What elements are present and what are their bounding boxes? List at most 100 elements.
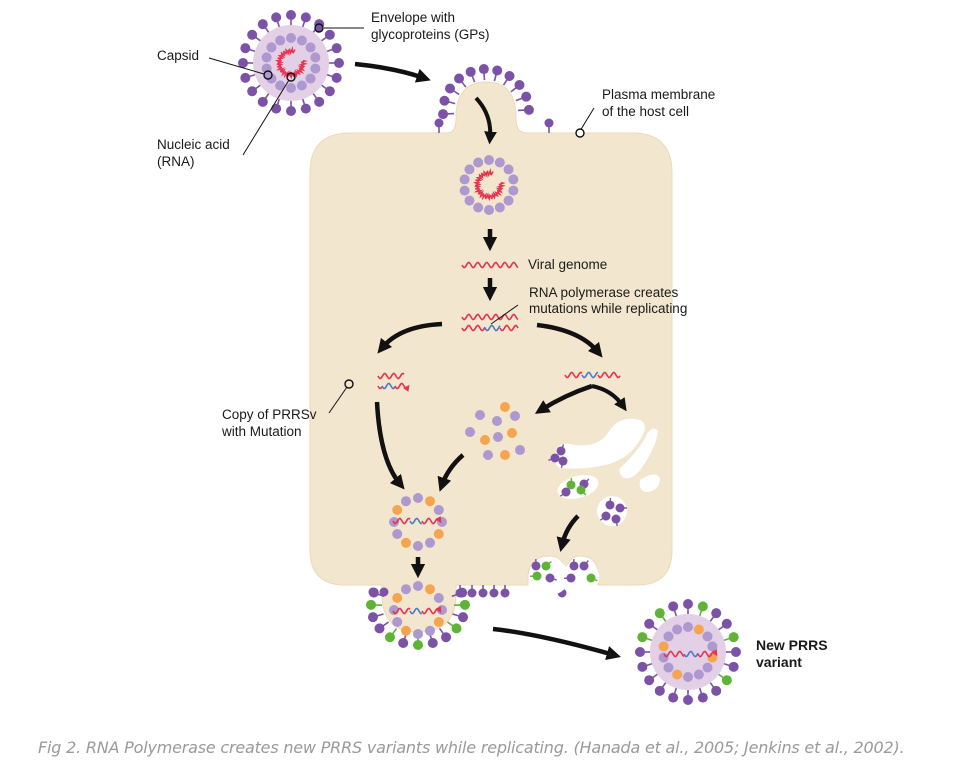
capsid-protein — [683, 622, 693, 632]
label-nucleic-line1: Nucleic acid — [157, 137, 230, 152]
spike-head — [492, 65, 503, 76]
spike-head — [465, 66, 476, 77]
capsid-protein — [310, 63, 321, 74]
spike-head — [439, 95, 450, 106]
spike-head — [438, 109, 449, 120]
arrow-genome-to-er — [591, 384, 627, 412]
capsid-protein — [484, 205, 494, 215]
capsid-protein — [392, 529, 403, 539]
protein-subunit — [515, 445, 525, 455]
leader-nucleic — [242, 79, 290, 156]
capsid-protein — [663, 631, 674, 642]
spike-head — [521, 91, 532, 102]
spike-head — [240, 72, 251, 83]
spike-stalk — [560, 444, 565, 452]
glycoprotein-spike — [724, 647, 741, 657]
glycoprotein-spike — [654, 608, 668, 624]
glycoprotein-spike — [271, 96, 282, 114]
glycoprotein-spike — [247, 29, 263, 43]
capsid-protein — [425, 625, 435, 636]
glycoprotein-spike — [668, 601, 679, 619]
spike-head — [478, 588, 488, 598]
spike-head — [728, 661, 739, 672]
capsid-protein — [459, 185, 470, 196]
glycoprotein-spike — [644, 618, 660, 632]
glycoprotein-spike — [637, 661, 655, 672]
glycoprotein-spike — [366, 599, 383, 610]
glycoprotein-spike — [324, 72, 342, 83]
glycoprotein-spike — [708, 608, 722, 624]
glycoprotein-spike — [455, 585, 465, 598]
glycoprotein-spike — [683, 599, 693, 616]
rna-strand — [409, 607, 423, 615]
capsid-protein — [275, 80, 286, 91]
new-prrs-variant — [635, 599, 741, 705]
glycoprotein-spike — [489, 585, 499, 598]
label-envelope-line1: Envelope with — [371, 10, 455, 25]
spike-head — [257, 19, 268, 30]
capsid-protein — [672, 624, 683, 635]
arrow-release — [492, 626, 621, 660]
spike-stalk — [599, 515, 607, 521]
glycoprotein-spike — [683, 688, 693, 705]
spike-head — [644, 675, 655, 686]
spike-head — [257, 96, 268, 107]
spike-head — [523, 104, 534, 115]
capsid-protein — [702, 662, 713, 673]
glycoprotein-spike — [708, 680, 722, 696]
capsid-protein — [683, 672, 693, 682]
spike-head — [300, 103, 311, 114]
mutated-genome-strand-right — [564, 371, 621, 379]
spike-head — [374, 623, 385, 634]
spike-head — [238, 58, 248, 68]
capsid-protein — [310, 52, 321, 63]
protein-subunit — [493, 432, 503, 442]
capsid-protein — [261, 52, 272, 63]
spike-head — [504, 70, 515, 81]
glycoprotein-spike — [324, 43, 342, 54]
rna-strand — [683, 650, 699, 658]
spike-head — [441, 632, 452, 643]
label-capsid: Capsid — [157, 48, 199, 63]
spike-head — [711, 685, 722, 696]
spike-head — [454, 73, 465, 84]
spike-head — [478, 64, 489, 75]
endoplasmic-reticulum — [529, 418, 660, 595]
spike-head — [500, 588, 510, 598]
rna-strand — [392, 517, 411, 525]
capsid-protein — [413, 581, 423, 591]
rna-strand — [581, 371, 599, 379]
arrow-vesicle-to-membrane — [556, 514, 580, 553]
protein-subunit — [465, 427, 475, 437]
replicating-strand-top — [461, 313, 519, 321]
capsid-protein — [473, 157, 484, 168]
glycoprotein-spike — [240, 72, 258, 83]
capsid-protein — [413, 629, 423, 639]
spike-head — [544, 118, 554, 128]
capsid-protein — [702, 631, 713, 642]
capsid-protein — [305, 73, 316, 84]
budding-virion — [366, 581, 567, 650]
glycoprotein-spike — [319, 29, 335, 43]
capsid-protein — [392, 593, 403, 603]
spike-head — [711, 608, 722, 619]
glycoprotein-spike — [300, 12, 311, 30]
glycoprotein-spike — [510, 80, 525, 93]
glycoprotein-spike — [668, 685, 679, 703]
capsid-protein — [508, 185, 519, 196]
spike-head — [721, 618, 732, 629]
glycoprotein-spike — [502, 70, 515, 86]
glycoprotein-spike — [716, 618, 732, 632]
capsid-protein — [693, 669, 704, 680]
capsid-protein — [392, 617, 403, 627]
spike-head — [367, 612, 378, 623]
capsid-protein — [658, 641, 669, 652]
spike-stalk — [548, 457, 556, 462]
original-virion — [238, 10, 344, 116]
glycoprotein-spike — [240, 43, 258, 54]
glycoprotein-spike — [635, 647, 652, 657]
protein-subunit — [500, 450, 510, 460]
label-copy-line1: Copy of PRRSv — [222, 407, 317, 422]
spike-head — [467, 588, 477, 598]
rna-strand — [697, 649, 718, 658]
